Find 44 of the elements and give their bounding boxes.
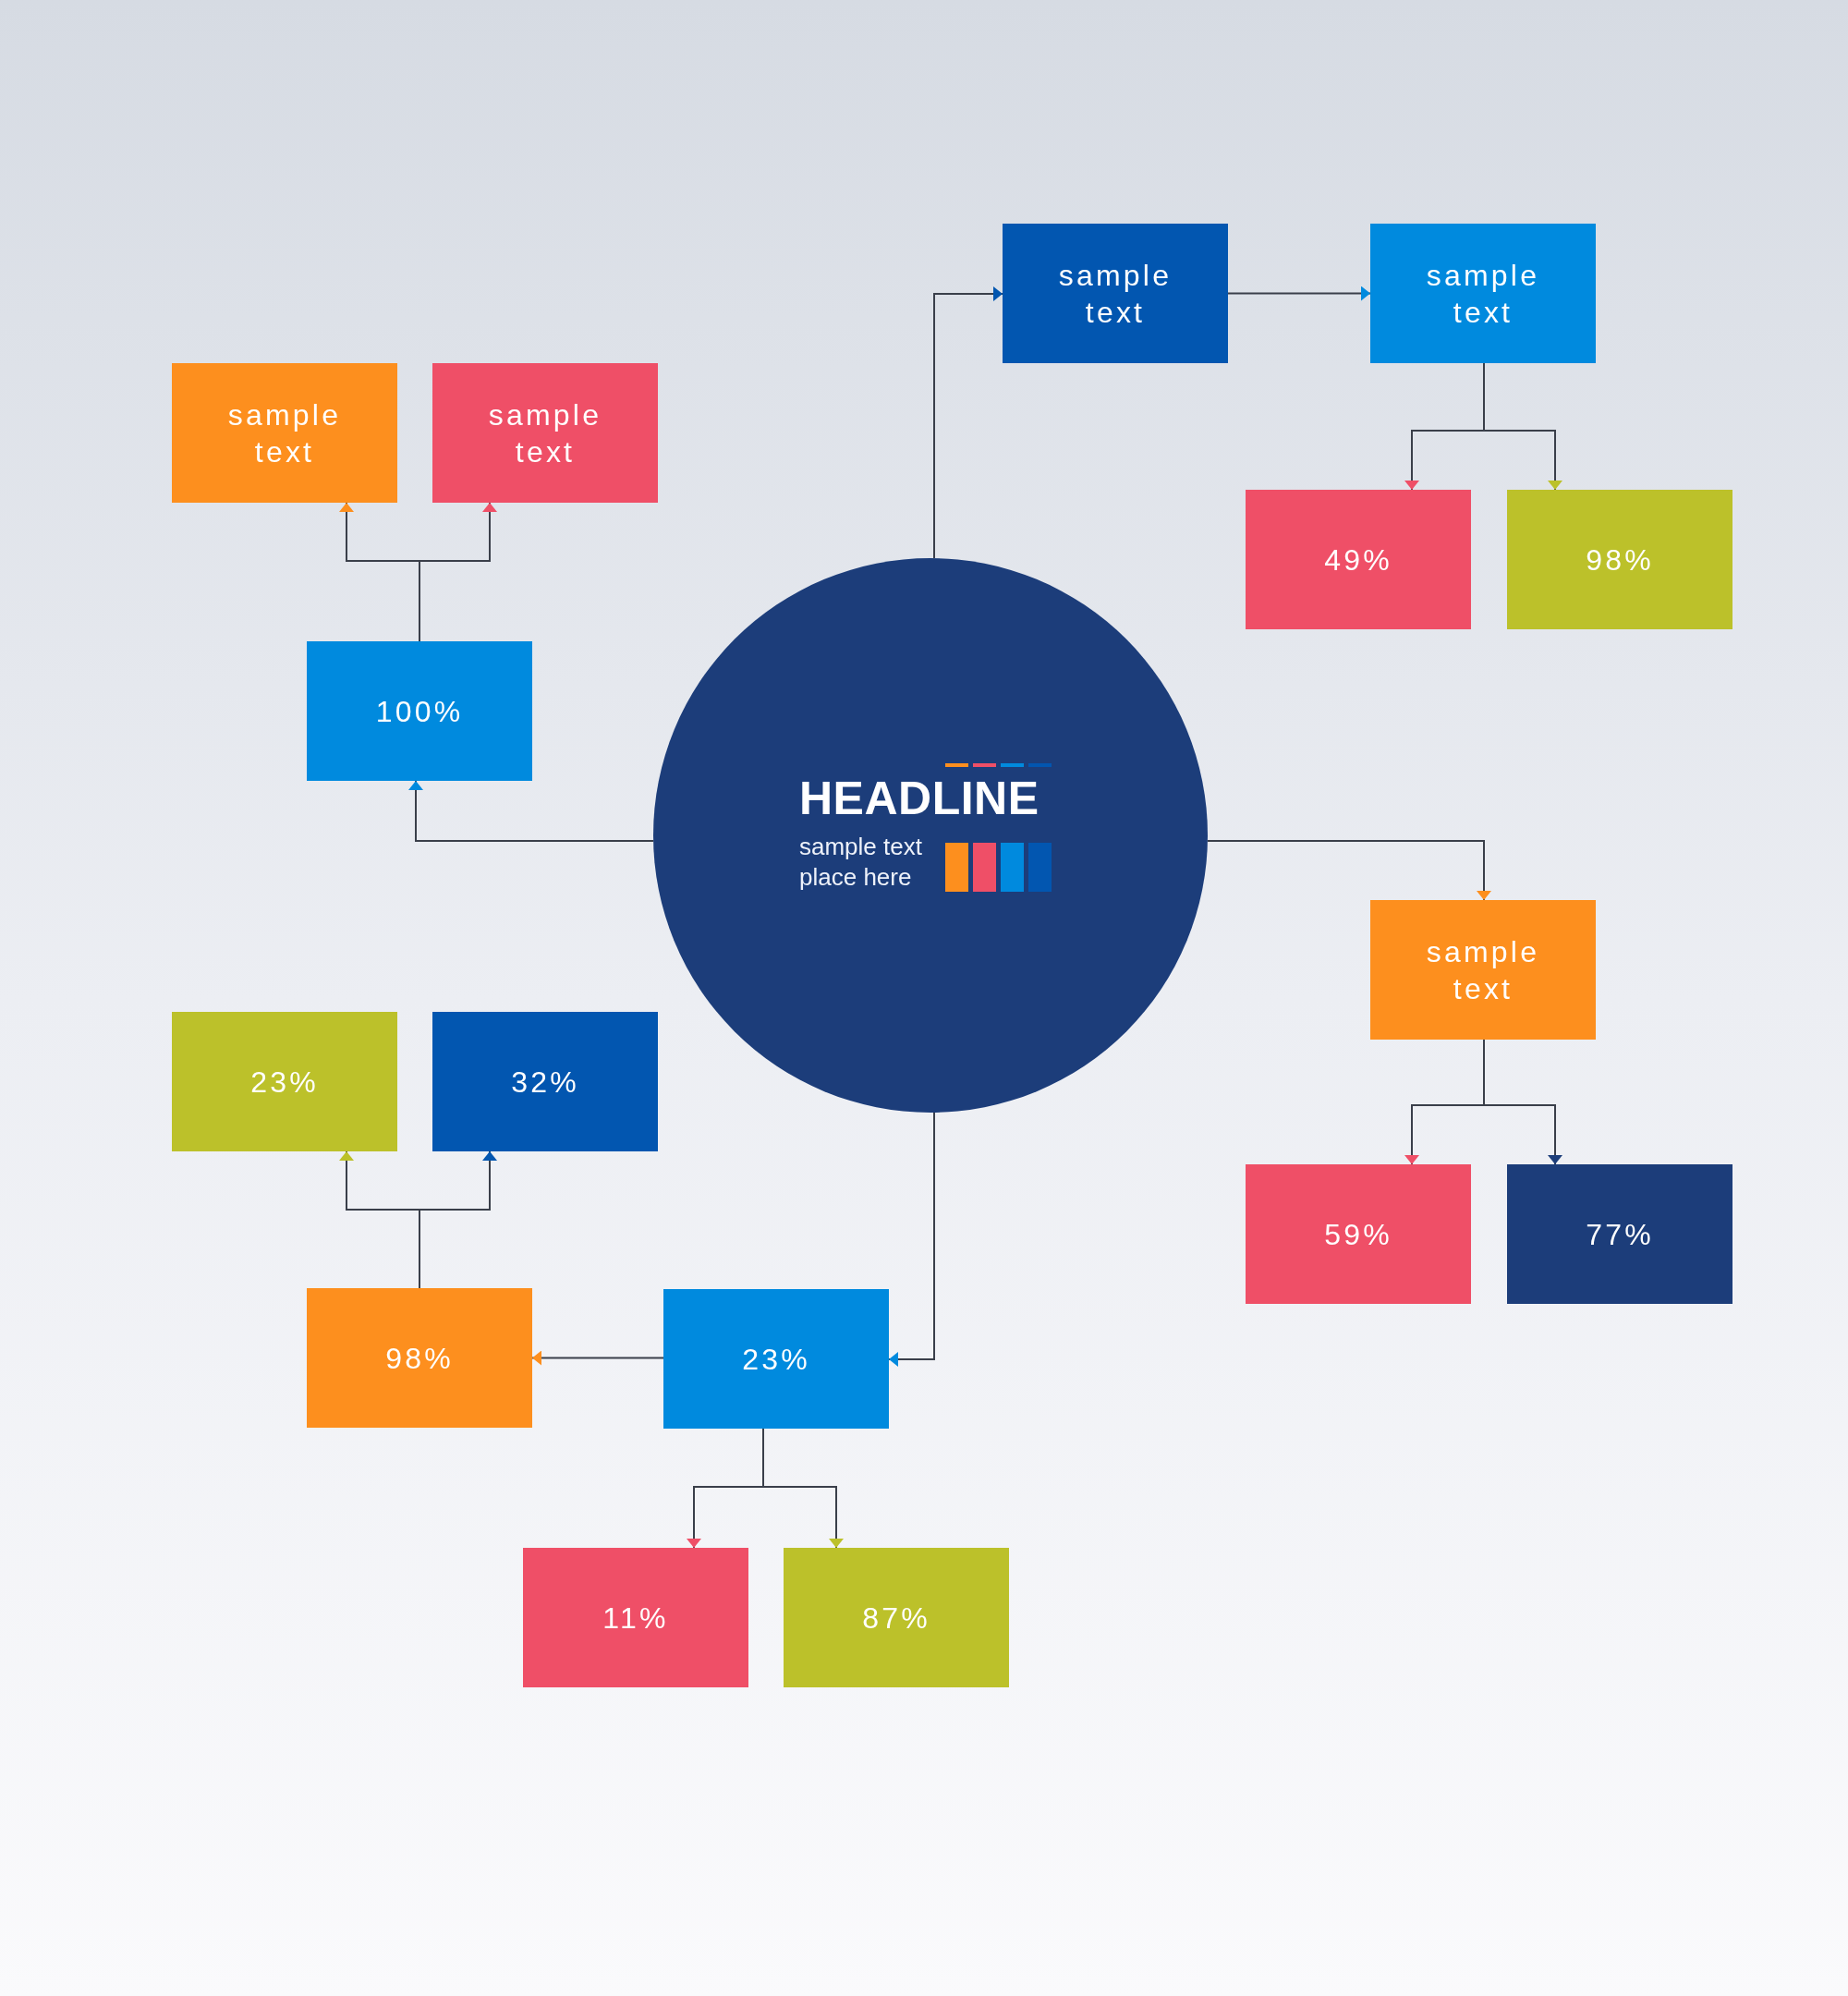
- box-label: 98%: [384, 1340, 455, 1377]
- process-box: [432, 363, 658, 503]
- box-label: 23%: [741, 1341, 811, 1378]
- process-box: [663, 1289, 889, 1429]
- box-label: 100%: [374, 693, 465, 730]
- process-box: [1507, 490, 1732, 629]
- process-box: [172, 1012, 397, 1151]
- process-box: [1246, 1164, 1471, 1304]
- connector-arrow: [1227, 286, 1371, 301]
- connector-arrow: [933, 286, 1003, 560]
- headline-subtitle: sample text place here: [799, 832, 923, 893]
- process-box: [432, 1012, 658, 1151]
- connector-arrow: [1483, 362, 1562, 491]
- box-label: 59%: [1323, 1216, 1393, 1253]
- process-box: [1003, 224, 1228, 363]
- box-label: sample text: [1425, 933, 1541, 1007]
- process-box: [1246, 490, 1471, 629]
- box-label: sample text: [1057, 257, 1173, 331]
- box-label: 77%: [1585, 1216, 1655, 1253]
- connector-arrow: [408, 780, 655, 842]
- connector-arrow: [1483, 1039, 1562, 1165]
- box-label: sample text: [226, 396, 343, 470]
- box-label: sample text: [487, 396, 603, 470]
- box-label: sample text: [1425, 257, 1541, 331]
- process-box: [1370, 224, 1596, 363]
- box-label: 98%: [1585, 542, 1655, 578]
- connector-arrow: [419, 1150, 497, 1289]
- box-label: 49%: [1323, 542, 1393, 578]
- connector-arrow: [888, 1111, 935, 1367]
- process-box: [307, 641, 532, 781]
- box-label: 11%: [602, 1600, 670, 1637]
- connector-arrow: [531, 1350, 664, 1366]
- process-box: [523, 1548, 748, 1687]
- connector-arrow: [762, 1428, 844, 1549]
- process-box: [1370, 900, 1596, 1040]
- box-label: 23%: [249, 1064, 320, 1101]
- process-box: [1507, 1164, 1732, 1304]
- headline-title: HEADLINE: [799, 773, 1040, 824]
- process-box: [172, 363, 397, 503]
- process-box: [784, 1548, 1009, 1687]
- process-box: [307, 1288, 532, 1428]
- box-label: 32%: [510, 1064, 580, 1101]
- box-label: 87%: [861, 1600, 931, 1637]
- connector-arrow: [419, 502, 497, 642]
